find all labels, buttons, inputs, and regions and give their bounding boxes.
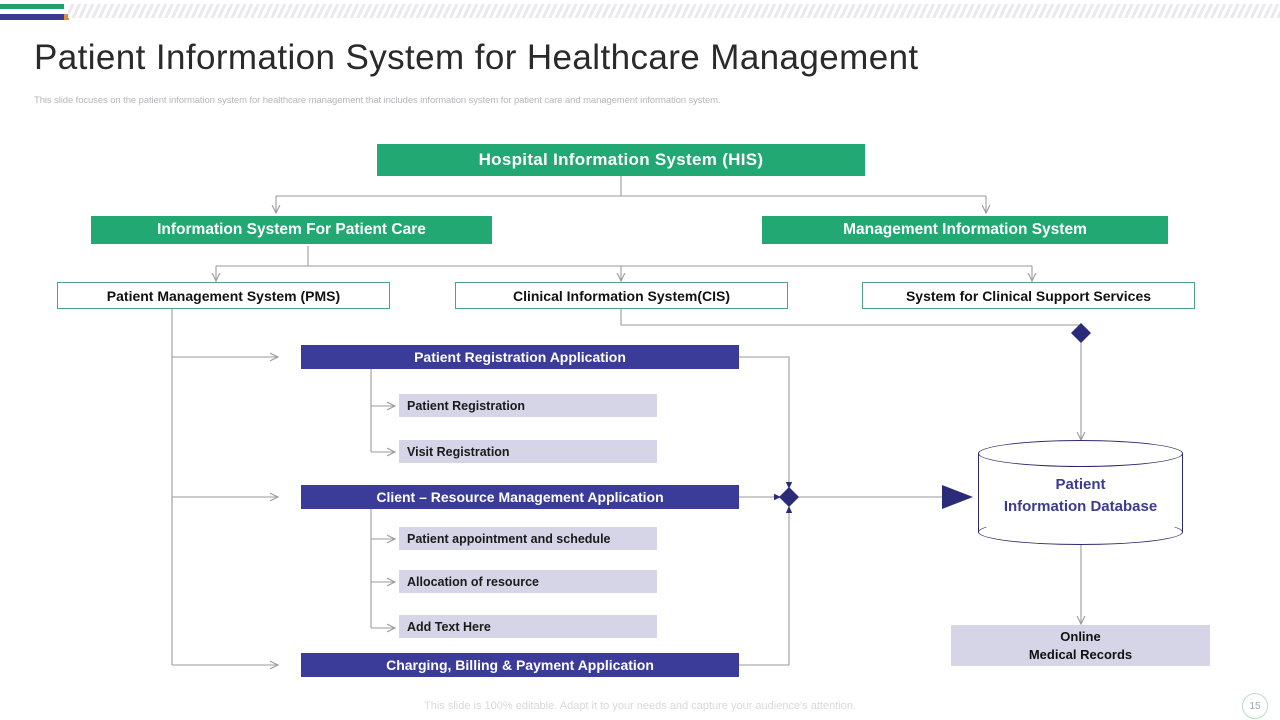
list-item-label: Visit Registration xyxy=(407,444,510,459)
page-subtitle: This slide focuses on the patient inform… xyxy=(34,95,721,106)
list-item-label: Allocation of resource xyxy=(407,574,539,589)
node-label: Client – Resource Management Application xyxy=(376,489,664,505)
node-client-resource-management-application[interactable]: Client – Resource Management Application xyxy=(301,485,739,509)
list-item-add-text-here[interactable]: Add Text Here xyxy=(399,615,657,638)
list-item-patient-appointment-and-schedule[interactable]: Patient appointment and schedule xyxy=(399,527,657,550)
node-management-information-system[interactable]: Management Information System xyxy=(762,216,1168,244)
page-number-badge: 15 xyxy=(1242,693,1268,719)
database-label: Patient Information Database xyxy=(978,474,1183,518)
node-label: Charging, Billing & Payment Application xyxy=(386,657,654,673)
node-label: System for Clinical Support Services xyxy=(905,287,1152,304)
node-label: Hospital Information System (HIS) xyxy=(478,150,764,169)
junction-diamond-2 xyxy=(779,487,799,507)
node-information-system-for-patient-care[interactable]: Information System For Patient Care xyxy=(91,216,492,244)
node-charging-billing-payment-application[interactable]: Charging, Billing & Payment Application xyxy=(301,653,739,677)
node-hospital-information-system[interactable]: Hospital Information System (HIS) xyxy=(377,144,865,176)
cylinder-bottom-ellipse xyxy=(978,519,1183,545)
database-label-line2: Information Database xyxy=(1003,497,1158,515)
node-system-for-clinical-support-services[interactable]: System for Clinical Support Services xyxy=(862,282,1195,309)
accent-bar-navy xyxy=(0,14,64,20)
cylinder-top-ellipse xyxy=(978,440,1183,467)
page-title: Patient Information System for Healthcar… xyxy=(34,38,919,77)
output-label-line1: Online xyxy=(1060,628,1101,644)
footer-note: This slide is 100% editable. Adapt it to… xyxy=(424,700,856,712)
node-clinical-information-system[interactable]: Clinical Information System(CIS) xyxy=(455,282,788,309)
node-patient-registration-application[interactable]: Patient Registration Application xyxy=(301,345,739,369)
node-online-medical-records[interactable]: Online Medical Records xyxy=(951,625,1210,666)
accent-bar-orange xyxy=(64,14,69,20)
list-item-label: Patient appointment and schedule xyxy=(407,531,611,546)
node-label: Clinical Information System(CIS) xyxy=(512,287,731,304)
node-patient-management-system[interactable]: Patient Management System (PMS) xyxy=(57,282,390,309)
list-item-label: Patient Registration xyxy=(407,398,526,413)
junction-diamond-1 xyxy=(1071,323,1091,343)
accent-bar-green xyxy=(0,4,64,9)
database-inflow-arrowhead xyxy=(942,485,973,509)
list-item-visit-registration[interactable]: Visit Registration xyxy=(399,440,657,463)
list-item-patient-registration[interactable]: Patient Registration xyxy=(399,394,657,417)
node-label: Management Information System xyxy=(843,221,1087,238)
output-label-line2: Medical Records xyxy=(1028,646,1133,662)
node-label: Information System For Patient Care xyxy=(157,221,426,238)
header-hatch-pattern xyxy=(68,4,1280,18)
list-item-allocation-of-resource[interactable]: Allocation of resource xyxy=(399,570,657,593)
database-label-line1: Patient xyxy=(1055,476,1106,493)
node-label: Patient Management System (PMS) xyxy=(106,287,341,304)
node-label: Patient Registration Application xyxy=(414,349,626,365)
node-patient-information-database[interactable]: Patient Information Database xyxy=(978,440,1183,545)
list-item-label: Add Text Here xyxy=(407,619,491,634)
